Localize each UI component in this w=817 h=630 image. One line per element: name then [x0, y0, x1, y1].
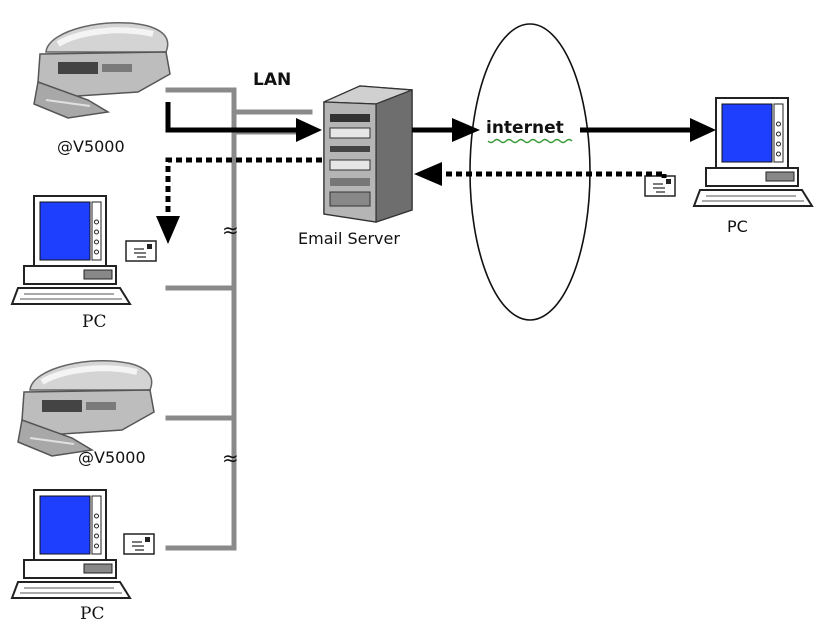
- arrow-head-internet: [452, 118, 480, 142]
- receive-path-arrow: [165, 157, 667, 215]
- pc-icon-left-top: [11, 195, 131, 305]
- spellcheck-squiggle: [487, 138, 573, 144]
- pc-icon-right: [693, 97, 813, 207]
- arrow-head-return-pc: [156, 216, 180, 244]
- email-envelope-icon-left-bottom: [123, 533, 155, 555]
- scanner-icon-top: [34, 23, 170, 118]
- email-envelope-icon-right: [644, 175, 676, 197]
- arrow-head-pc-right: [690, 118, 716, 142]
- pc-label-left-top: PC: [82, 312, 107, 332]
- lan-bus: [165, 87, 313, 551]
- lan-break-top: ≈: [222, 218, 239, 242]
- arrow-head-return-server: [414, 162, 442, 186]
- arrow-head-server: [296, 118, 322, 142]
- server-icon: [323, 85, 413, 223]
- scanner-label-top: @V5000: [57, 137, 125, 156]
- pc-icon-left-bottom: [11, 489, 131, 599]
- lan-label: LAN: [253, 70, 292, 90]
- pc-label-left-bottom: PC: [80, 604, 105, 624]
- lan-break-bottom: ≈: [222, 446, 239, 470]
- internet-label: internet: [486, 118, 564, 138]
- email-server-label: Email Server: [298, 229, 400, 248]
- email-envelope-icon-left-top: [125, 240, 157, 262]
- pc-label-right: PC: [727, 217, 748, 236]
- scanner-label-bottom: @V5000: [78, 448, 146, 467]
- send-path-arrow: [165, 102, 690, 133]
- scanner-icon-bottom: [18, 361, 154, 456]
